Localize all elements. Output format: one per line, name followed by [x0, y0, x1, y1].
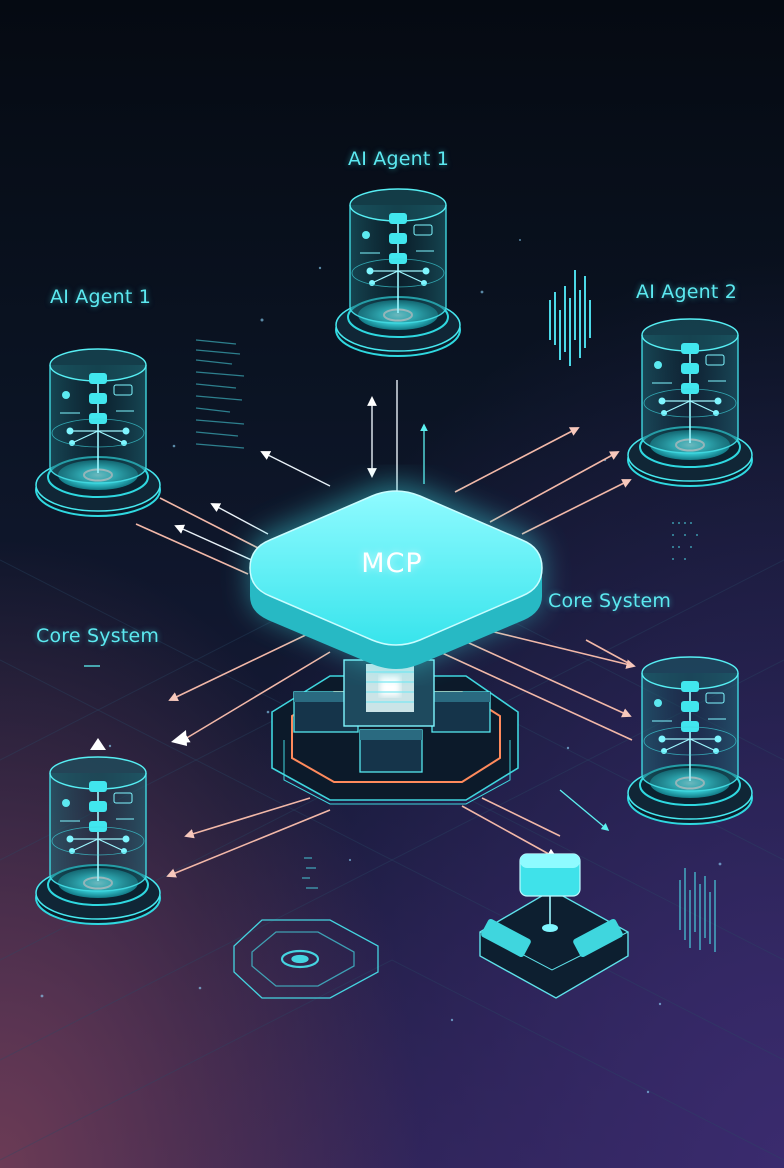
server-platform	[272, 660, 518, 804]
mcp-hub-label: MCP	[330, 548, 454, 579]
core-system-node-right	[628, 657, 752, 824]
core-system-left-label: Core System	[36, 625, 159, 647]
agent-left-label: AI Agent 1	[50, 286, 151, 308]
agent-top-label: AI Agent 1	[348, 148, 449, 170]
arrow-up-marker-2	[171, 730, 187, 746]
bar-graphic-top-right	[550, 270, 590, 366]
dotted-panel-right	[672, 522, 698, 560]
agent-node-left	[36, 349, 160, 516]
agent-right-label: AI Agent 2	[636, 281, 737, 303]
data-panel-left	[196, 340, 244, 448]
octagon-emblem	[234, 920, 378, 998]
small-ticker-bottom	[302, 858, 318, 888]
arrow-up-marker	[90, 738, 106, 750]
chip-platform	[480, 854, 628, 998]
core-system-right-label: Core System	[548, 590, 671, 612]
bar-graphic-bottom-right	[680, 868, 715, 952]
core-system-node-left	[36, 757, 160, 924]
agent-node-top	[336, 189, 460, 356]
agent-node-right	[628, 319, 752, 486]
